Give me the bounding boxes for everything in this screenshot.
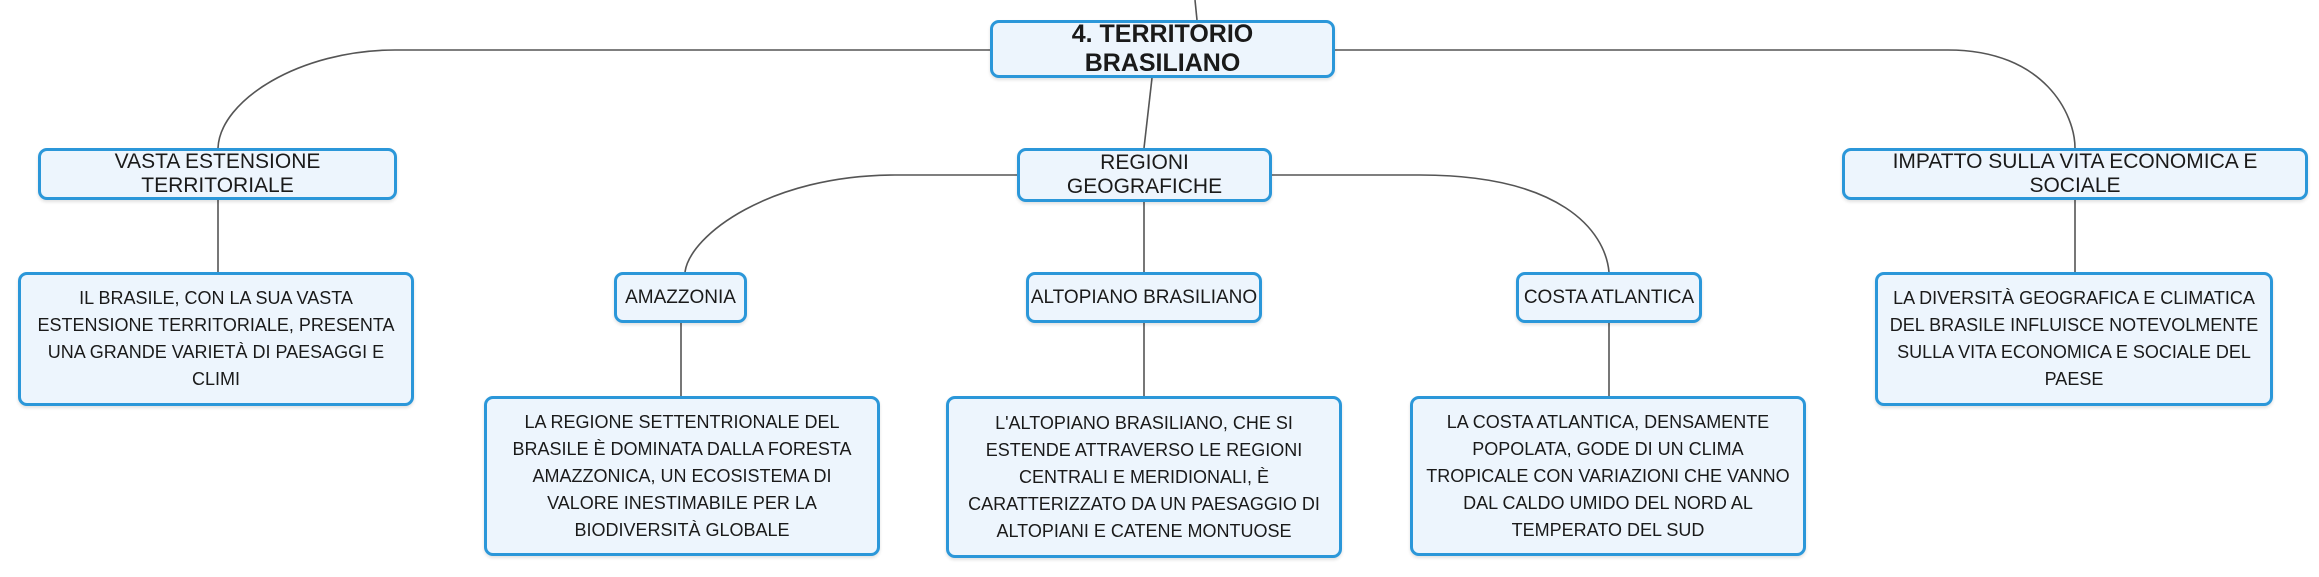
detail-impatto-text: LA DIVERSITÀ GEOGRAFICA E CLIMATICA DEL … bbox=[1889, 288, 2259, 389]
link-root-regioni bbox=[1143, 77, 1153, 149]
link-regioni-costa bbox=[1272, 174, 1610, 273]
topic-costa-atlantica[interactable]: COSTA ATLANTICA bbox=[1516, 272, 1702, 323]
topic-amazzonia-label: AMAZZONIA bbox=[625, 286, 736, 308]
detail-amazzonia[interactable]: LA REGIONE SETTENTRIONALE DEL BRASILE È … bbox=[484, 396, 880, 556]
topic-vasta-label: VASTA ESTENSIONE TERRITORIALE bbox=[114, 150, 321, 197]
topic-altopiano-label: ALTOPIANO BRASILIANO bbox=[1030, 286, 1258, 308]
detail-vasta[interactable]: IL BRASILE, CON LA SUA VASTA ESTENSIONE … bbox=[18, 272, 414, 406]
topic-regioni-label: REGIONI GEOGRAFICHE bbox=[1066, 151, 1223, 198]
detail-altopiano[interactable]: L'ALTOPIANO BRASILIANO, CHE SI ESTENDE A… bbox=[946, 396, 1342, 558]
detail-amazzonia-text: LA REGIONE SETTENTRIONALE DEL BRASILE È … bbox=[512, 411, 852, 540]
topic-vasta-estensione[interactable]: VASTA ESTENSIONE TERRITORIALE bbox=[38, 148, 397, 200]
topic-altopiano-brasiliano[interactable]: ALTOPIANO BRASILIANO bbox=[1026, 272, 1262, 323]
detail-altopiano-text: L'ALTOPIANO BRASILIANO, CHE SI ESTENDE A… bbox=[968, 412, 1320, 541]
topic-costa-label: COSTA ATLANTICA bbox=[1523, 286, 1695, 308]
root-label: 4. TERRITORIO BRASILIANO bbox=[1071, 20, 1254, 77]
topic-regioni-geografiche[interactable]: REGIONI GEOGRAFICHE bbox=[1017, 148, 1272, 202]
detail-impatto[interactable]: LA DIVERSITÀ GEOGRAFICA E CLIMATICA DEL … bbox=[1875, 272, 2273, 406]
detail-costa-text: LA COSTA ATLANTICA, DENSAMENTE POPOLATA,… bbox=[1426, 411, 1790, 540]
topic-impatto[interactable]: IMPATTO SULLA VITA ECONOMICA E SOCIALE bbox=[1842, 148, 2308, 200]
root-node[interactable]: 4. TERRITORIO BRASILIANO bbox=[990, 20, 1335, 78]
topic-impatto-label: IMPATTO SULLA VITA ECONOMICA E SOCIALE bbox=[1892, 150, 2258, 197]
detail-costa[interactable]: LA COSTA ATLANTICA, DENSAMENTE POPOLATA,… bbox=[1410, 396, 1806, 556]
link-regioni-amazzonia bbox=[684, 174, 1017, 273]
link-parent-root bbox=[1194, 0, 1198, 21]
link-root-impatto bbox=[1335, 49, 2076, 149]
link-root-vasta bbox=[217, 49, 990, 149]
detail-vasta-text: IL BRASILE, CON LA SUA VASTA ESTENSIONE … bbox=[37, 288, 395, 389]
topic-amazzonia[interactable]: AMAZZONIA bbox=[614, 272, 747, 323]
